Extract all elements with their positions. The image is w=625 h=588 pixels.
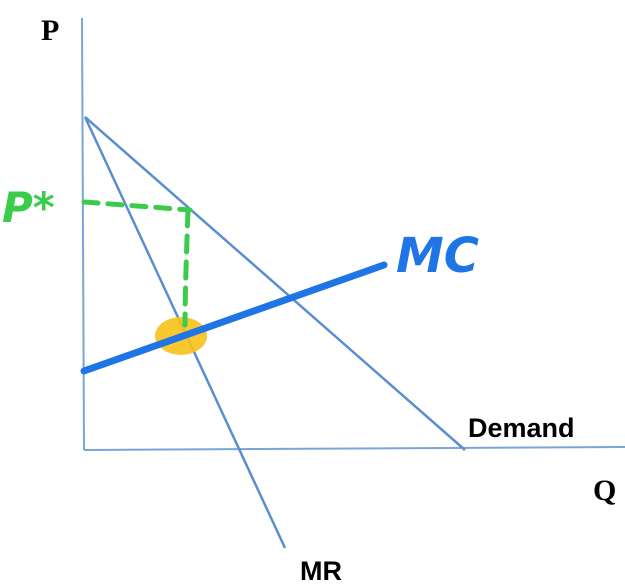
demand-curve [84,116,466,451]
x-axis-line [83,446,625,451]
mc-curve [80,261,388,375]
price-label: P* [2,183,55,232]
y-axis-line [81,17,85,451]
x-axis-label: Q [593,474,616,507]
price-horizontal-guide [81,199,193,213]
mr-label: MR [300,556,342,586]
demand-label: Demand [468,413,575,443]
y-axis-label: P [41,14,59,47]
price-vertical-guide [182,207,191,328]
mc-label: MC [396,228,479,284]
